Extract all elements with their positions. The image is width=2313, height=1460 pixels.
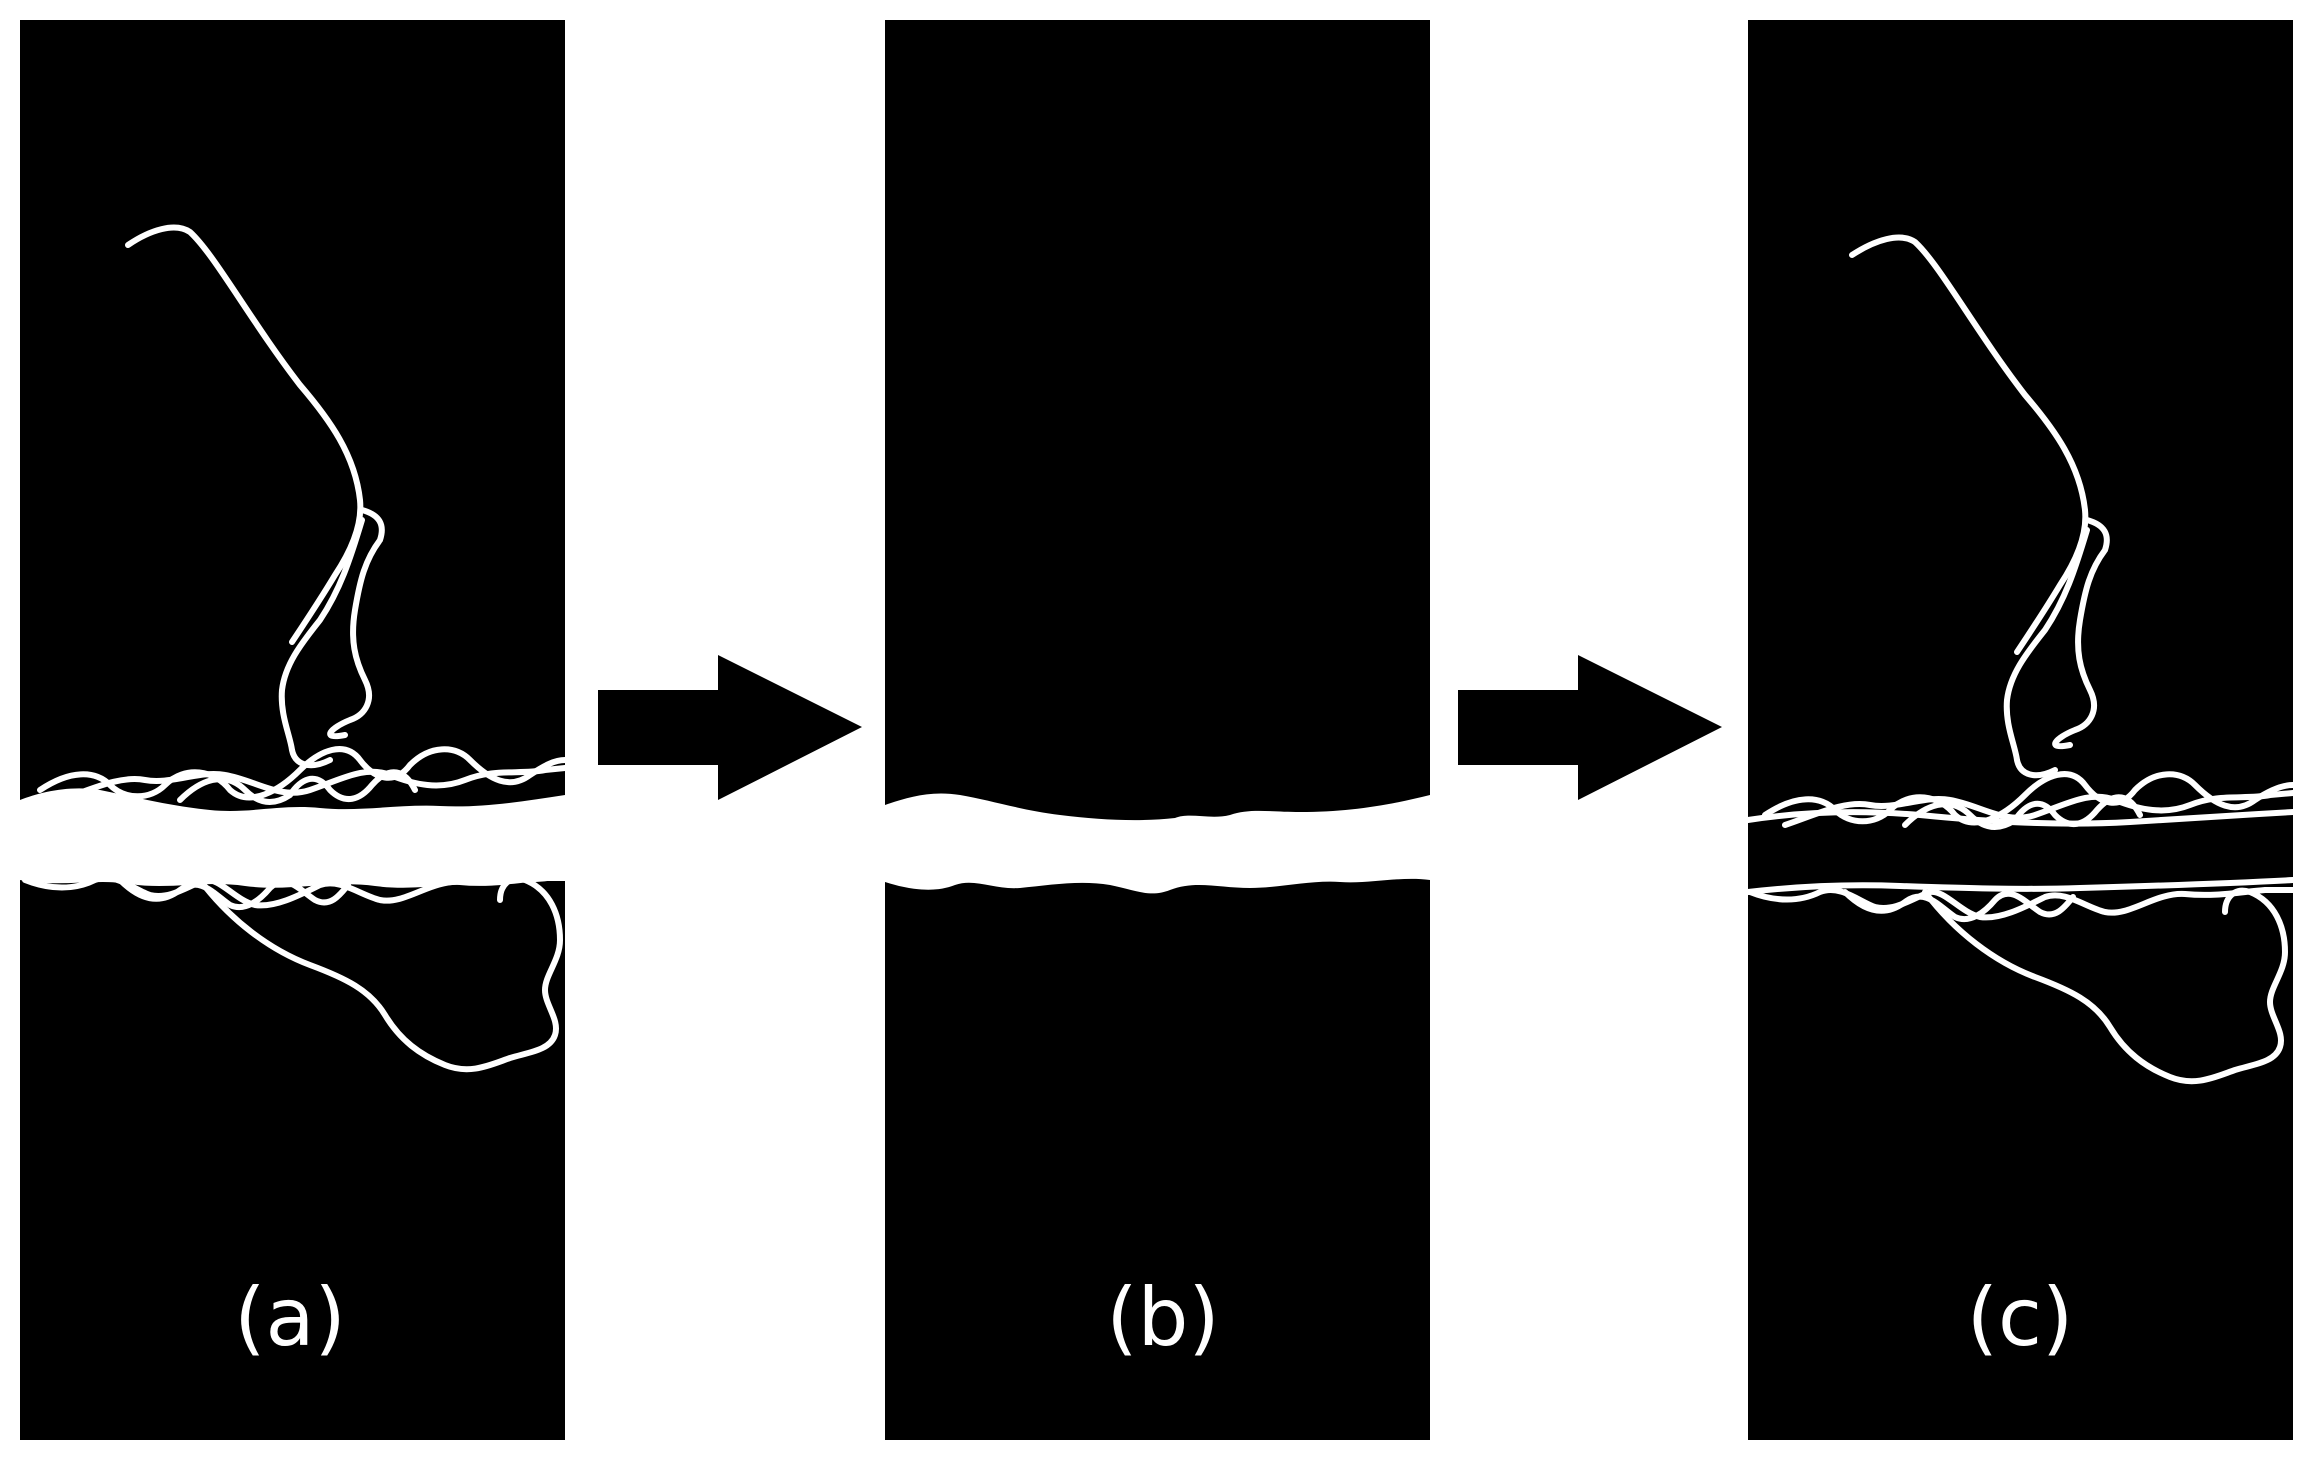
panel-a-fiber-lower-2 xyxy=(117,877,351,910)
panel-c-fiber-edge-2 xyxy=(1782,790,2296,828)
panel-c-fiber-long xyxy=(1849,234,2089,655)
panel-a-fiber-long xyxy=(125,224,364,645)
panel-a-fiber-edge-1 xyxy=(37,746,568,801)
panel-c-interface-bottom xyxy=(1745,877,2296,895)
panel-c-fiber-edge-3 xyxy=(1902,794,2143,830)
panel-c-fiber-loop xyxy=(2052,517,2110,750)
right-arrow-icon xyxy=(598,655,862,800)
panel-a-label: (a) xyxy=(234,1271,345,1364)
panel-a-fiber-twist xyxy=(278,517,365,769)
panel-c-interface-top xyxy=(1745,809,2296,827)
right-arrow-icon xyxy=(1458,655,1722,800)
panel-c: (c) xyxy=(1745,20,2296,1440)
panel-c-fiber-lower-1 xyxy=(1747,887,2296,921)
panel-c-fiber-twist xyxy=(2003,527,2090,779)
panel-c-fiber-edge-1 xyxy=(1762,771,2296,826)
panel-a-fiber-lower-1 xyxy=(22,875,568,909)
panel-c-fiber-lower-2 xyxy=(1842,889,2076,922)
panel-a-upper-block xyxy=(20,20,565,811)
panel-a-fiber-loop xyxy=(327,507,385,740)
panel-b-upper-block xyxy=(885,20,1430,821)
panel-b-label: (b) xyxy=(1106,1271,1219,1364)
panel-a-fiber-edge-2 xyxy=(57,765,568,803)
panel-a: (a) xyxy=(20,20,568,1440)
panel-a-fiber-lower-loop xyxy=(197,875,563,1073)
panel-a-fiber-edge-3 xyxy=(177,769,418,805)
panel-b-lower-block xyxy=(885,878,1430,1440)
panel-a-lower-block xyxy=(20,878,565,1440)
panel-c-fiber-lower-loop xyxy=(1922,887,2288,1085)
panel-c-label: (c) xyxy=(1967,1271,2073,1364)
panel-b: (b) xyxy=(885,20,1430,1440)
panel-c-block xyxy=(1748,20,2293,1440)
